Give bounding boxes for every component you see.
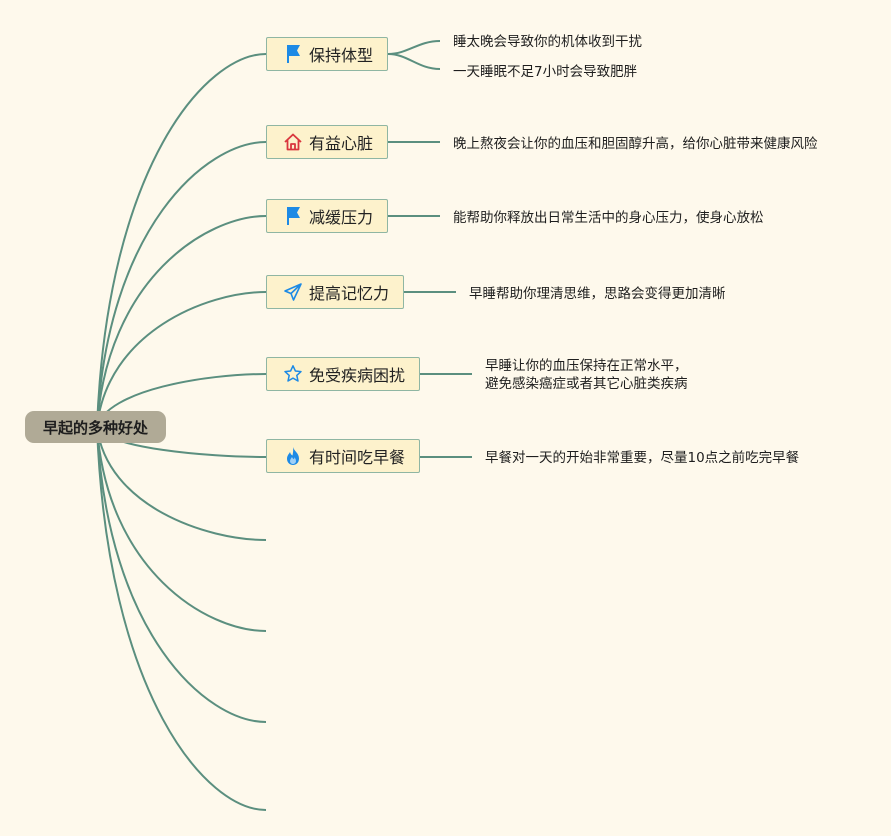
topic-avoid-disease-detail-1[interactable]: 早睡让你的血压保持在正常水平， 避免感染癌症或者其它心脏类疾病 [485,357,688,393]
topic-label: 有益心脏 [309,134,374,153]
empty-branch-connector [96,426,267,723]
topic-heart-health[interactable]: 有益心脏 [266,125,388,159]
detail-text: 早睡帮助你理清思维，思路会变得更加清晰 [469,286,726,302]
topic-label: 保持体型 [309,46,374,65]
detail-line-1: 早睡让你的血压保持在正常水平， [485,358,688,374]
empty-branch-connector [96,426,267,541]
topic-relieve-stress[interactable]: 减缓压力 [266,199,388,233]
branch-connector [96,141,267,428]
detail-text: 睡太晚会导致你的机体收到干扰 [453,34,642,50]
root-topic-label: 早起的多种好处 [42,418,148,437]
detail-text: 一天睡眠不足7小时会导致肥胖 [453,64,638,80]
topic-keep-fit[interactable]: 保持体型 [266,37,388,71]
fire-icon [283,446,303,466]
topic-avoid-disease[interactable]: 免受疾病困扰 [266,357,420,391]
topic-have-breakfast[interactable]: 有时间吃早餐 [266,439,420,473]
send-icon [283,282,303,302]
topic-keep-fit-detail-1[interactable]: 睡太晚会导致你的机体收到干扰 [453,33,642,51]
branch-connector [96,53,267,428]
topic-label: 有时间吃早餐 [309,448,406,467]
detail-connector [387,53,441,70]
topic-heart-health-detail-1[interactable]: 晚上熬夜会让你的血压和胆固醇升高，给你心脏带来健康风险 [453,135,818,153]
detail-line-2: 避免感染癌症或者其它心脏类疾病 [485,376,688,392]
topic-label: 提高记忆力 [309,284,390,303]
topic-relieve-stress-detail-1[interactable]: 能帮助你释放出日常生活中的身心压力，使身心放松 [453,209,764,227]
topic-improve-memory[interactable]: 提高记忆力 [266,275,404,309]
topic-improve-memory-detail-1[interactable]: 早睡帮助你理清思维，思路会变得更加清晰 [469,285,726,303]
topic-label: 免受疾病困扰 [309,366,406,385]
empty-branch-connector [96,426,267,811]
branch-connector [96,291,267,428]
detail-text: 能帮助你释放出日常生活中的身心压力，使身心放松 [453,210,764,226]
flag-icon [283,44,303,64]
star-icon [283,364,303,384]
root-topic[interactable]: 早起的多种好处 [25,411,166,443]
empty-branch-connector [96,426,267,632]
home-icon [283,132,303,152]
flag-icon [283,206,303,226]
topic-label: 减缓压力 [309,208,374,227]
topic-keep-fit-detail-2[interactable]: 一天睡眠不足7小时会导致肥胖 [453,63,637,81]
detail-connector [387,40,441,55]
detail-text: 晚上熬夜会让你的血压和胆固醇升高，给你心脏带来健康风险 [453,136,818,152]
detail-text: 早餐对一天的开始非常重要，尽量10点之前吃完早餐 [485,450,800,466]
branch-connector [96,215,267,428]
topic-have-breakfast-detail-1[interactable]: 早餐对一天的开始非常重要，尽量10点之前吃完早餐 [485,449,799,467]
